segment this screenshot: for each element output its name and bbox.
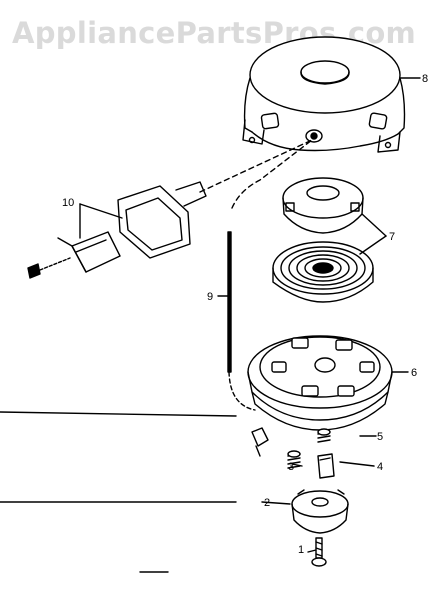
callout-1: 1 <box>298 544 304 556</box>
part-2-retainer <box>291 489 349 534</box>
part-3-spring <box>287 450 301 469</box>
callout-10: 10 <box>62 197 74 209</box>
callout-9: 9 <box>207 291 213 303</box>
part-5-spring <box>317 428 331 443</box>
callout-labels: 1 2 3 4 5 6 7 8 9 10 <box>62 73 428 556</box>
part-9-starter-rope <box>199 139 313 411</box>
callout-4: 4 <box>377 461 383 473</box>
leader-lines <box>79 77 421 553</box>
left-rule-upper <box>0 411 237 417</box>
part-8-starter-housing <box>242 36 406 153</box>
callout-5: 5 <box>377 431 383 443</box>
part-retainer-screw <box>251 427 269 457</box>
callout-2: 2 <box>264 497 270 509</box>
part-7-recoil-spring-assembly <box>272 177 374 303</box>
part-4-pawl <box>317 453 335 479</box>
callout-7: 7 <box>389 231 395 243</box>
part-10-starter-handle <box>27 181 207 279</box>
callout-8: 8 <box>422 73 428 85</box>
callout-3: 3 <box>288 461 294 473</box>
callout-6: 6 <box>411 367 417 379</box>
part-1-screw <box>311 537 327 567</box>
part-6-starter-pulley <box>247 335 393 431</box>
